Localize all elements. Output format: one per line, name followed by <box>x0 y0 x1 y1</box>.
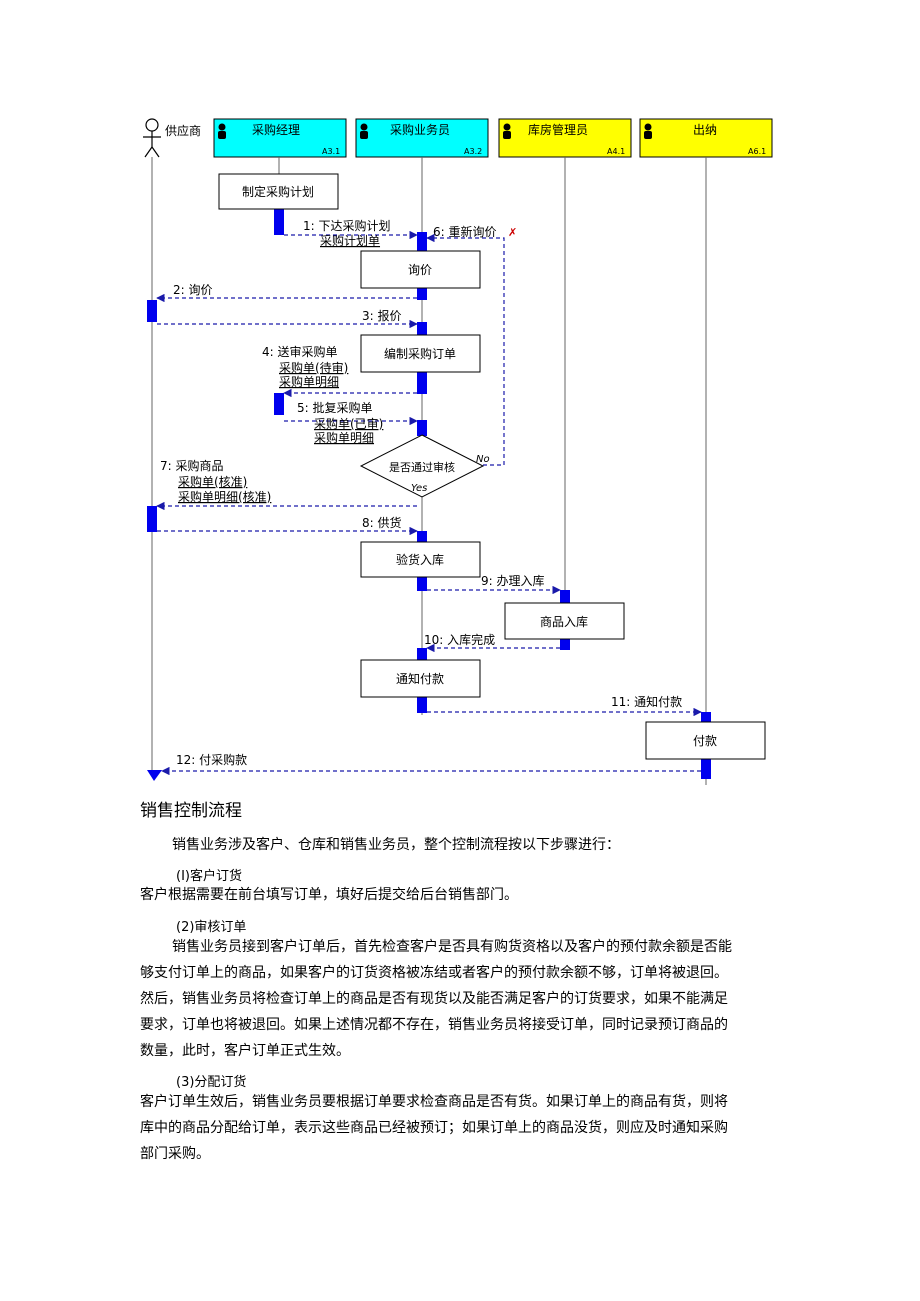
svg-text:采购业务员: 采购业务员 <box>390 122 450 137</box>
svg-text:采购经理: 采购经理 <box>252 122 300 137</box>
message-1: 1: 下达采购计划 <box>303 218 391 233</box>
plan-box: 制定采购计划 <box>218 173 339 210</box>
step-2-heading: (2)审核订单 <box>176 920 247 935</box>
section-title: 销售控制流程 <box>140 801 242 821</box>
message-arrows <box>156 230 702 776</box>
person-icon <box>360 123 368 139</box>
person-icon <box>644 123 652 139</box>
svg-text:编制采购订单: 编制采购订单 <box>384 346 456 361</box>
message-3: 3: 报价 <box>362 308 402 323</box>
intro-paragraph: 销售业务涉及客户、仓库和销售业务员，整个控制流程按以下步骤进行： <box>172 837 620 853</box>
message-7: 7: 采购商品 <box>160 458 224 473</box>
svg-text:制定采购计划: 制定采购计划 <box>242 184 314 199</box>
message-5-doc-b: 采购单明细 <box>314 430 374 445</box>
step-1-line-1: 客户根据需要在前台填写订单，填好后提交给后台销售部门。 <box>140 887 518 903</box>
step-2-line-3: 然后，销售业务员将检查订单上的商品是否有现货以及能否满足客户的订货要求，如果不能… <box>140 991 728 1007</box>
message-4-doc-a: 采购单(待审) <box>279 360 348 375</box>
message-6: 6: 重新询价 <box>433 224 497 239</box>
sequence-diagram: 供应商 采购经理 A3.1 采购业务员 A3.2 库房管理员 A4.1 出纳 A… <box>143 118 773 785</box>
message-7-doc-a: 采购单(核准) <box>178 474 247 489</box>
message-11: 11: 通知付款 <box>611 695 682 709</box>
compile-order-box: 编制采购订单 <box>360 334 481 373</box>
svg-text:商品入库: 商品入库 <box>540 614 588 629</box>
step-2-line-5: 数量，此时，客户订单正式生效。 <box>140 1043 350 1059</box>
lane-header-warehouse-keeper: 库房管理员 A4.1 <box>498 118 632 158</box>
svg-text:通知付款: 通知付款 <box>396 672 444 686</box>
decision-yes-label: Yes <box>411 483 427 494</box>
svg-text:A4.1: A4.1 <box>607 147 625 156</box>
supplier-label: 供应商 <box>165 123 201 138</box>
step-2-line-1: 销售业务员接到客户订单后，首先检查客户是否具有购货资格以及客户的预付款余额是否能 <box>172 939 732 955</box>
svg-text:询价: 询价 <box>408 263 432 277</box>
lane-header-purchase-manager: 采购经理 A3.1 <box>213 118 347 158</box>
message-4-doc-b: 采购单明细 <box>279 374 339 389</box>
message-10: 10: 入库完成 <box>424 632 495 647</box>
step-3-line-1: 客户订单生效后，销售业务员要根据订单要求检查商品是否有货。如果订单上的商品有货，… <box>140 1094 728 1110</box>
message-12: 12: 付采购款 <box>176 752 247 767</box>
inspect-box: 验货入库 <box>360 541 481 578</box>
step-3-line-2: 库中的商品分配给订单，表示这些商品已经被预订；如果订单上的商品没货，则应及时通知… <box>140 1120 728 1136</box>
inquiry-box: 询价 <box>360 250 481 289</box>
message-1-doc: 采购计划单 <box>320 233 380 248</box>
approval-decision: 是否通过审核 <box>359 434 485 498</box>
step-2-line-4: 要求，订单也将被退回。如果上述情况都不存在，销售业务员将接受订单，同时记录预订商… <box>140 1017 728 1033</box>
svg-text:是否通过审核: 是否通过审核 <box>389 460 455 474</box>
message-labels: 1: 下达采购计划 采购计划单 6: 重新询价 ✗ 2: 询价 3: 报价 4:… <box>160 218 682 767</box>
svg-text:付款: 付款 <box>693 734 717 748</box>
message-4: 4: 送审采购单 <box>262 344 338 359</box>
message-2: 2: 询价 <box>173 283 213 297</box>
svg-text:出纳: 出纳 <box>693 123 717 137</box>
person-icon <box>503 123 511 139</box>
notify-payment-box: 通知付款 <box>360 659 481 698</box>
message-9: 9: 办理入库 <box>481 573 545 588</box>
message-8: 8: 供货 <box>362 515 402 530</box>
step-2-line-2: 够支付订单上的商品，如果客户的订货资格被冻结或者客户的预付款余额不够，订单将被退… <box>140 965 728 981</box>
message-5-doc-a: 采购单(已审) <box>314 416 383 431</box>
message-5: 5: 批复采购单 <box>297 400 373 415</box>
activation-bars <box>147 207 711 781</box>
message-7-doc-b: 采购单明细(核准) <box>178 489 271 504</box>
step-3-heading: (3)分配订货 <box>176 1075 247 1090</box>
store-box: 商品入库 <box>504 602 625 640</box>
svg-text:A6.1: A6.1 <box>748 147 766 156</box>
lane-header-purchase-clerk: 采购业务员 A3.2 <box>355 118 489 158</box>
lane-header-cashier: 出纳 A6.1 <box>639 118 773 158</box>
step-1-heading: (I)客户订货 <box>176 869 242 884</box>
svg-text:验货入库: 验货入库 <box>396 552 444 567</box>
supplier-actor: 供应商 <box>143 118 201 158</box>
svg-text:库房管理员: 库房管理员 <box>528 122 588 137</box>
step-3-line-3: 部门采购。 <box>140 1146 210 1162</box>
svg-text:✗: ✗ <box>508 226 517 239</box>
svg-text:A3.2: A3.2 <box>464 147 482 156</box>
decision-no-label: No <box>476 454 490 465</box>
pay-box: 付款 <box>645 721 766 760</box>
person-icon <box>218 123 226 139</box>
svg-text:A3.1: A3.1 <box>322 147 340 156</box>
